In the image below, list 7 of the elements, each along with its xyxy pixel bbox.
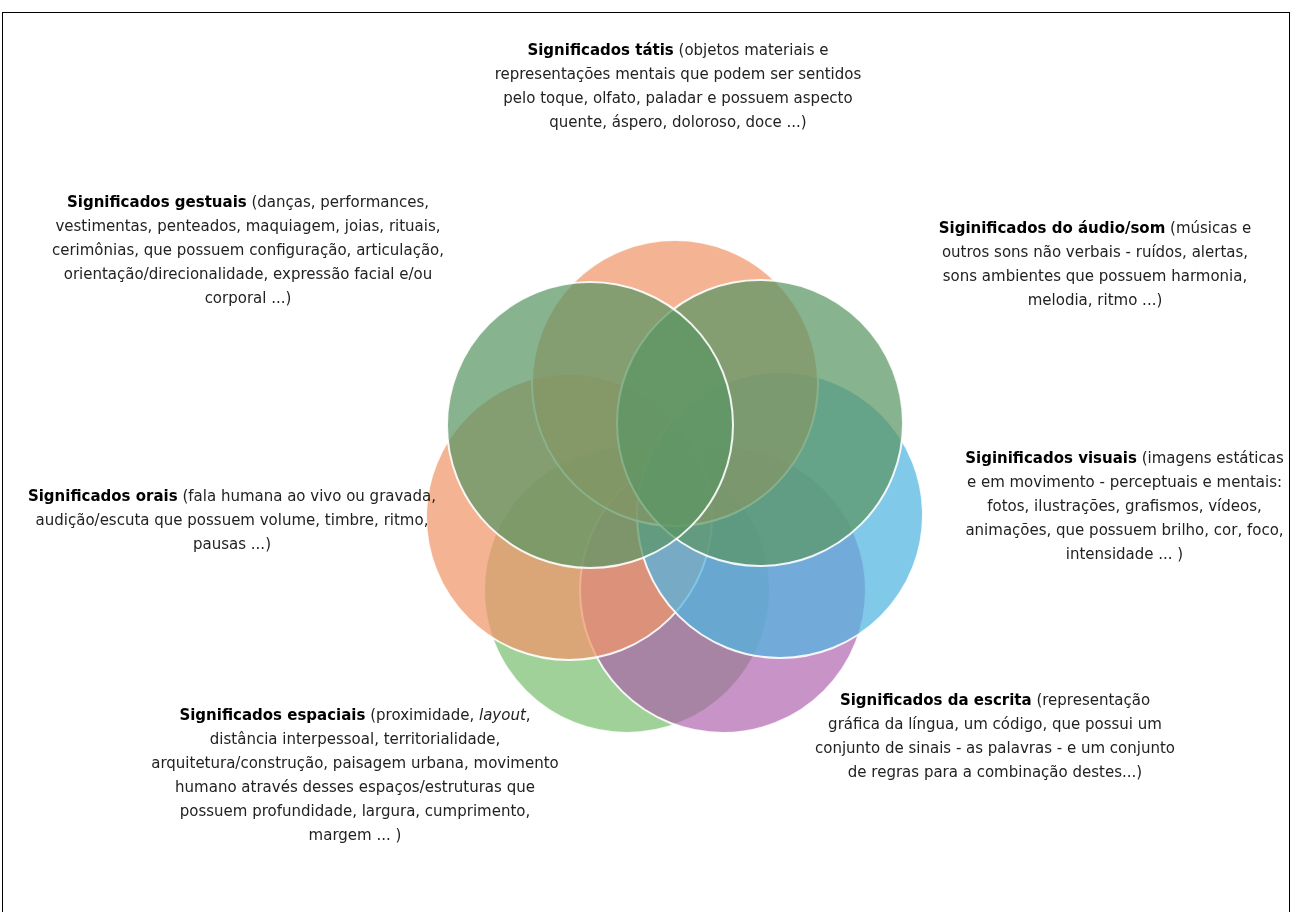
description-text: Significados da escrita (representação gráfica da língua, um código, que possui um conjunto de sinais - as palavras - e um conjunto de regras para a combinação destes...) — [815, 690, 1175, 783]
description-text: Significados tátis (objetos materiais e representações mentais que podem ser sentidos pelo toque, olfato, paladar e possuem aspecto quente, áspero, doloroso, doce ...) — [493, 40, 863, 133]
description-text: Significados gestuais (danças, performances, vestimentas, penteados, maquiagem, joias, rituais, cerimônias, que possuem configuração, articulação, orientação/direcionalidade, expressão facial e/ou corporal ...) — [50, 192, 446, 309]
description-text: Siginificados visuais (imagens estáticas e em movimento - perceptuais e mentais: fotos, ilustrações, grafismos, vídeos, animações, que possuem brilho, cor, foco, intensidade ... ) — [964, 448, 1285, 565]
description-text: Significados orais (fala humana ao vivo ou gravada, audição/escuta que possuem volume, timbre, ritmo, pausas ...) — [26, 486, 438, 555]
description-text: Siginificados do áudio/som (músicas e outros sons não verbais - ruídos, alertas, sons ambientes que possuem harmonia, melodia, ritmo ...) — [937, 218, 1253, 311]
description-text: Significados espaciais (proximidade, layout, distância interpessoal, territorialidade, arquitetura/construção, paisagem urbana, movimento humano através desses espaços/estruturas que possuem profundidade, largura, cumprimento, margem ... ) — [150, 705, 560, 846]
